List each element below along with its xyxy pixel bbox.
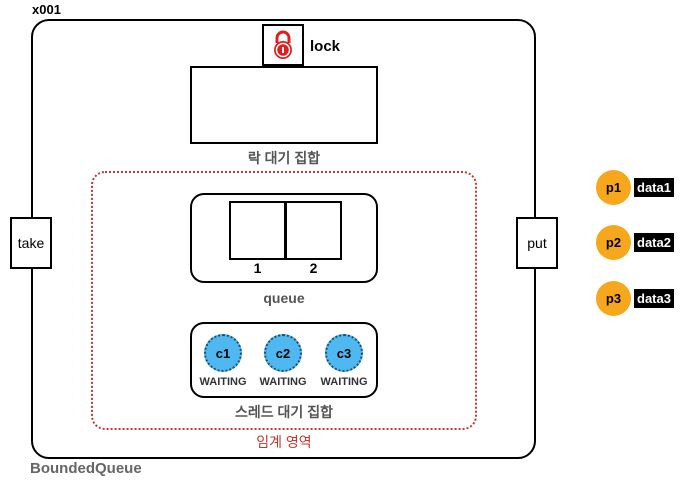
thread-wait-set-box [190, 322, 378, 398]
take-method-box: take [10, 217, 52, 269]
producer-data: data3 [634, 289, 674, 308]
thread-state: WAITING [199, 376, 247, 388]
thread-state: WAITING [320, 376, 368, 388]
queue-box [190, 193, 378, 283]
producer-data: data2 [634, 233, 674, 252]
queue-slot-2 [285, 201, 342, 260]
object-id-label: x001 [32, 2, 61, 17]
producer-thread: p2 [596, 225, 631, 260]
consumer-thread: c1 [204, 334, 242, 372]
queue-slot-number: 2 [309, 260, 318, 276]
queue-label: queue [263, 290, 305, 306]
critical-section-label: 임계 영역 [256, 434, 312, 450]
put-method-box: put [516, 217, 558, 269]
consumer-thread: c2 [264, 334, 302, 372]
class-name-label: BoundedQueue [30, 460, 142, 477]
producer-data: data1 [634, 178, 674, 197]
queue-slot-number: 1 [253, 260, 262, 276]
producer-thread: p1 [596, 170, 631, 205]
lock-icon [274, 30, 292, 59]
lock-wait-set-label: 락 대기 집합 [247, 150, 321, 166]
lock-wait-set-box [190, 66, 378, 144]
queue-slot-1 [229, 201, 286, 260]
lock-label: lock [310, 38, 341, 55]
take-method-label: take [17, 235, 45, 251]
lock-box [262, 24, 304, 66]
thread-wait-set-label: 스레드 대기 집합 [235, 404, 333, 420]
consumer-thread: c3 [325, 334, 363, 372]
put-method-label: put [527, 235, 547, 251]
thread-state: WAITING [259, 376, 307, 388]
producer-thread: p3 [596, 281, 631, 316]
critical-section-border [91, 171, 477, 430]
